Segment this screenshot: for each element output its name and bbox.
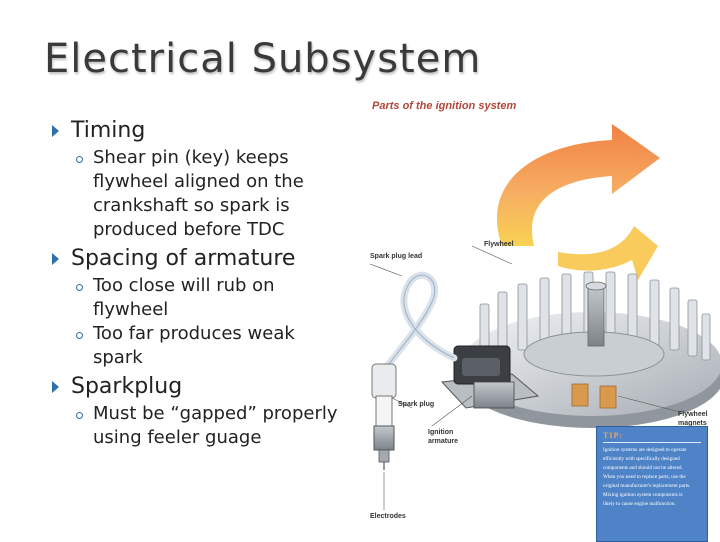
sub-bullet-text: Too close will rub on flywheel: [93, 275, 275, 320]
spark-plug: [371, 363, 397, 470]
sub-bullet-item: Too close will rub on flywheel: [76, 274, 342, 322]
triangle-bullet-icon: [52, 381, 59, 393]
circle-bullet-icon: [76, 156, 83, 163]
tip-line: Mixing ignition system components is: [603, 492, 683, 498]
slide-title: Electrical Subsystem: [44, 36, 482, 82]
circle-bullet-icon: [76, 412, 83, 419]
tip-line: efficiently with specifically designed: [603, 456, 680, 462]
spark-plug-lead-label: Spark plug lead: [370, 253, 423, 260]
rotation-arrow: [496, 124, 660, 280]
tip-box: TIP: Ignition systems are designed to op…: [596, 426, 708, 542]
ignition-armature-label-line2: armature: [428, 438, 458, 445]
bullet-item: Sparkplug: [52, 372, 342, 402]
flywheel-magnets-label-line2: magnets: [678, 420, 707, 427]
circle-bullet-icon: [76, 332, 83, 339]
bullet-item: Spacing of armature: [52, 244, 342, 274]
sub-bullet-item: Shear pin (key) keeps flywheel aligned o…: [76, 146, 342, 242]
spark-plug-lead-outline: [385, 274, 455, 369]
bullet-text: Timing: [71, 118, 146, 143]
bullet-text: Sparkplug: [71, 374, 183, 399]
sub-bullet-text: Too far produces weak spark: [93, 323, 295, 368]
sub-bullet-item: Too far produces weak spark: [76, 322, 342, 370]
tip-line: original manufacturer's replacement part…: [603, 483, 691, 489]
ignition-armature-label-line1: Ignition: [428, 429, 454, 436]
bullet-item: Timing: [52, 116, 342, 146]
flywheel-label: Flywheel: [484, 241, 514, 248]
sub-bullet-text: Shear pin (key) keeps flywheel aligned o…: [93, 147, 304, 240]
leader-lines: [369, 245, 681, 510]
ignition-illustration: [369, 124, 720, 510]
bullet-text: Spacing of armature: [71, 246, 296, 271]
tip-body: Ignition systems are designed to operate…: [597, 446, 707, 509]
triangle-bullet-icon: [52, 125, 59, 137]
sub-bullet-text: Must be “gapped” properly using feeler g…: [93, 403, 338, 448]
ignition-armature: [440, 345, 540, 409]
circle-bullet-icon: [76, 284, 83, 291]
spark-plug-label: Spark plug: [398, 401, 435, 408]
sub-bullet-item: Must be “gapped” properly using feeler g…: [76, 402, 342, 450]
tip-line: components and should not be altered.: [603, 465, 683, 471]
tip-heading: TIP:: [603, 431, 623, 440]
tip-line: Ignition systems are designed to operate: [603, 447, 687, 453]
ignition-system-figure: Parts of the ignition system Flywheel Sp…: [362, 96, 720, 542]
flywheel-magnets-label-line1: Flywheel: [678, 411, 708, 418]
tip-line: When you need to replace parts, use the: [603, 474, 686, 480]
tip-line: likely to cause engine malfunction.: [603, 501, 676, 507]
bullet-list: Timing Shear pin (key) keeps flywheel al…: [52, 114, 342, 450]
triangle-bullet-icon: [52, 253, 59, 265]
tip-divider: [603, 442, 701, 443]
figure-title: Parts of the ignition system: [372, 100, 517, 112]
electrodes-label: Electrodes: [370, 513, 406, 520]
